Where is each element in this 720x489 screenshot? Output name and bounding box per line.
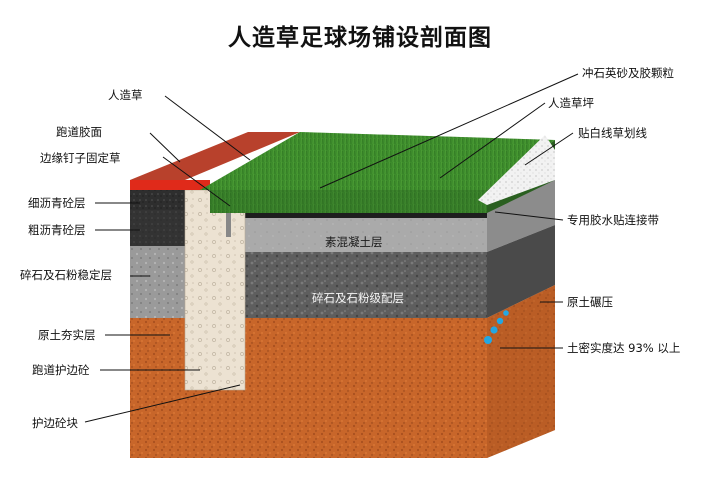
leader-track-glue bbox=[149, 132, 181, 163]
leader-artificial-grass bbox=[164, 95, 251, 161]
label-track-curb: 跑道护边砼 bbox=[32, 363, 90, 377]
label-native-soil-rolled: 原土碾压 bbox=[567, 295, 613, 309]
label-quartz-rubber: 冲石英砂及胶颗粒 bbox=[582, 66, 674, 80]
label-compaction: 土密实度达 93% 以上 bbox=[567, 341, 681, 355]
label-coarse-asphalt: 粗沥青砼层 bbox=[28, 223, 86, 237]
label-rammed-soil: 原土夯实层 bbox=[38, 328, 96, 342]
side-concrete bbox=[487, 180, 555, 252]
front-glue-tape bbox=[245, 213, 487, 218]
label-edge-nail-grass: 边缘钉子固定草 bbox=[40, 151, 121, 165]
curb-column bbox=[184, 189, 246, 391]
fine-asphalt-block bbox=[130, 190, 185, 210]
diagram-title: 人造草足球场铺设剖面图 bbox=[228, 25, 492, 51]
gravel-stable-block bbox=[130, 246, 185, 318]
front-face bbox=[130, 189, 487, 458]
label-artificial-grass: 人造草 bbox=[108, 88, 143, 102]
front-gravel-graded bbox=[245, 252, 487, 318]
label-fine-asphalt: 细沥青砼层 bbox=[28, 196, 86, 210]
drain-markers bbox=[484, 310, 509, 344]
right-side-face bbox=[487, 180, 555, 458]
label-track-glue-surface: 跑道胶面 bbox=[56, 125, 102, 139]
track-front-stripe bbox=[130, 180, 210, 190]
leader-turf bbox=[439, 102, 546, 179]
edge-nail bbox=[226, 205, 231, 237]
label-gravel-graded: 碎石及石粉级配层 bbox=[312, 291, 404, 305]
leader-white-line bbox=[524, 132, 574, 166]
side-gravel bbox=[487, 225, 555, 318]
leader-quartz-rubber bbox=[319, 73, 579, 189]
label-glue-tape: 专用胶水贴连接带 bbox=[567, 213, 659, 227]
label-plain-concrete: 素混凝土层 bbox=[325, 235, 383, 249]
turf-top bbox=[200, 132, 555, 190]
track-top bbox=[130, 132, 300, 180]
front-concrete bbox=[245, 218, 487, 252]
white-line-strip bbox=[478, 135, 555, 205]
leader-edge-nail bbox=[162, 156, 231, 207]
leader-lines bbox=[84, 73, 579, 423]
leader-curb-block bbox=[84, 384, 241, 423]
label-white-line: 贴白线草划线 bbox=[578, 126, 647, 140]
front-native-soil bbox=[130, 318, 487, 458]
label-curb-block: 护边砼块 bbox=[32, 416, 78, 430]
label-turf: 人造草坪 bbox=[548, 96, 594, 110]
leader-glue-tape bbox=[494, 211, 564, 221]
label-gravel-stable: 碎石及石粉稳定层 bbox=[20, 268, 112, 282]
top-surface bbox=[130, 132, 555, 344]
